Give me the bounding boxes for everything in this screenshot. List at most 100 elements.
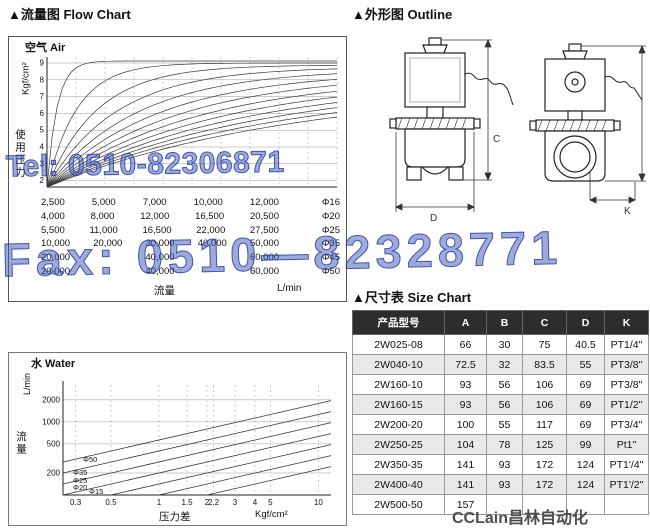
air-y-tick: 6 [40, 109, 45, 118]
flow-value: 16,500 [195, 210, 225, 222]
water-y-tick: 1000 [42, 417, 60, 426]
table-cell: 106 [522, 374, 567, 395]
air-curves [46, 60, 338, 188]
air-flow-table: 2,500 5,000 7,000 10,000 12,000 Φ16 4,000 8,000… [9, 197, 346, 280]
table-cell: 2W500-50 [352, 494, 445, 515]
table-cell: 100 [444, 414, 487, 435]
air-chart-title: 空气 Air [25, 42, 66, 54]
table-cell: 2W040-10 [352, 354, 445, 375]
flow-value: 10,000 [193, 197, 223, 208]
flow-table-row: 2,500 5,000 7,000 10,000 12,000 Φ16 [9, 197, 346, 211]
valve-side-view [529, 43, 643, 182]
water-y-tick: 2000 [42, 395, 60, 404]
water-flow-line [110, 444, 332, 496]
flow-value: 10,000 [41, 238, 71, 250]
water-flow-line [62, 411, 332, 474]
water-x-tick: 0.3 [70, 498, 82, 507]
table-cell: 40.5 [566, 334, 605, 355]
column-header: 产品型号 [352, 310, 445, 335]
flow-value: 30,000 [145, 238, 175, 250]
column-header: K [604, 310, 649, 335]
table-cell: 69 [566, 374, 605, 395]
flow-value: 12,000 [249, 197, 279, 208]
table-cell: 56 [486, 374, 523, 395]
flow-value: 20,000 [93, 238, 123, 250]
flow-curve [46, 84, 338, 188]
flow-curve [46, 73, 338, 188]
flow-value: 4,000 [41, 210, 65, 222]
air-y-tick: 5 [40, 126, 45, 135]
air-y-tick: 7 [40, 92, 45, 101]
flow-value: 40,000 [145, 252, 175, 264]
table-cell: 93 [486, 454, 523, 475]
water-x-tick: 3 [233, 498, 238, 507]
water-chart-title: 水 Water [31, 358, 76, 370]
water-x-tick: 1 [157, 498, 162, 507]
air-y-tick: 4 [40, 143, 45, 152]
column-header: D [566, 310, 605, 335]
table-cell: 72.5 [444, 354, 487, 375]
table-cell: 55 [486, 414, 523, 435]
pipe-size-label: Φ16 [321, 197, 340, 208]
table-cell: 141 [444, 454, 487, 475]
flow-value: 60,000 [249, 265, 279, 277]
table-cell: 124 [566, 474, 605, 495]
flow-value: 40,000 [145, 265, 175, 277]
column-header: A [444, 310, 487, 335]
water-x-tick: 4 [253, 498, 258, 507]
water-x-tick: 0.5 [105, 498, 117, 507]
flow-chart-heading: ▲流量图 Flow Chart [8, 7, 131, 22]
flow-curve [46, 116, 338, 188]
water-line-label: Φ25 [73, 476, 87, 485]
flow-value: 2,500 [41, 197, 65, 208]
table-cell: 30 [486, 334, 523, 355]
flow-value: 8,000 [90, 210, 115, 222]
air-y-tick: 8 [40, 75, 45, 84]
pipe-size-label: Φ25 [321, 224, 340, 236]
table-cell: 32 [486, 354, 523, 375]
flow-value: 11,000 [89, 224, 118, 236]
table-cell: 124 [566, 454, 605, 475]
flow-value: 60,000 [249, 252, 279, 264]
flow-curve [46, 96, 338, 188]
size-chart-heading: ▲尺寸表 Size Chart [352, 290, 472, 305]
table-cell: 78 [486, 434, 523, 455]
pipe-size-label: Φ35 [321, 238, 340, 250]
column-header: C [522, 310, 567, 335]
water-flow-line [62, 422, 332, 485]
flow-value: 22,000 [196, 224, 226, 236]
water-x-tick: 1.5 [181, 498, 193, 507]
flow-curve [46, 112, 338, 188]
flow-value: 5,500 [41, 224, 65, 236]
watermark-logo: CCLain昌林自动化 [452, 510, 589, 527]
table-cell: PT1'/4" [604, 454, 649, 475]
pipe-size-label: Φ45 [321, 252, 340, 264]
table-cell: PT3/8" [604, 374, 649, 395]
water-x-axis-unit: Kgf/cm² [255, 509, 288, 520]
flow-value: 5,000 [91, 197, 116, 208]
flange-hatch [537, 119, 607, 132]
flow-value: 7,000 [142, 197, 167, 208]
table-cell: 125 [522, 434, 567, 455]
water-line-label: Φ15 [89, 487, 103, 496]
table-cell: 93 [444, 394, 487, 415]
table-cell: 56 [486, 394, 523, 415]
